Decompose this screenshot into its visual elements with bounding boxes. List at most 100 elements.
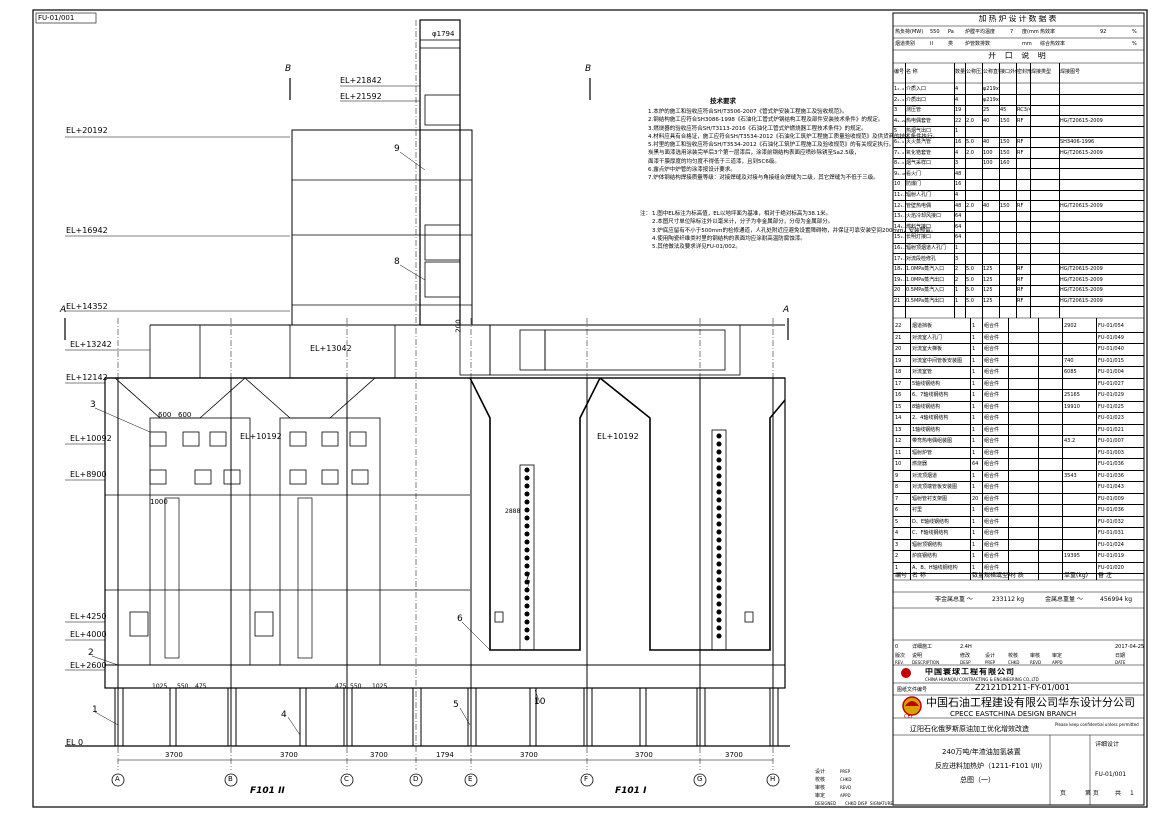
parts-cell: FU-01/043 <box>1098 484 1124 490</box>
design-data-cell: % <box>1132 41 1137 47</box>
parts-cell: 21 <box>895 334 902 341</box>
section-mark: B <box>585 64 592 74</box>
revision-header-en: DESCRIPTION <box>912 660 940 665</box>
elevation-label: EL+16942 <box>66 226 108 235</box>
openings-cell: 烟气采样口 <box>906 160 932 167</box>
table-rule <box>982 63 983 318</box>
table-rule <box>893 94 1144 95</box>
revision-header-en: PREP <box>985 660 996 665</box>
sig-label-en: PREP <box>840 769 851 774</box>
parts-cell: 9 <box>895 472 899 479</box>
axis-label: D <box>413 775 419 783</box>
sheet-total-label: 共 <box>1115 790 1122 797</box>
openings-cell: 21 <box>894 298 901 304</box>
dim-label: φ1794 <box>432 30 455 38</box>
parts-cell: 衬里 <box>912 507 923 513</box>
openings-cell: RF <box>1017 202 1024 209</box>
openings-cell: 100 <box>983 160 993 167</box>
openings-cell: 1 <box>955 298 959 304</box>
parts-header: 编号 <box>895 572 908 579</box>
parts-cell: 组合件 <box>984 518 1000 525</box>
table-rule <box>893 295 1144 296</box>
openings-cell: 22 <box>955 117 962 124</box>
parts-cell: 组合件 <box>984 346 1000 352</box>
table-rule <box>893 231 1144 233</box>
design-data-cell: 92 <box>1100 29 1107 35</box>
dim-label: 475 <box>335 683 347 690</box>
parts-cell: FU-01/025 <box>1098 403 1124 410</box>
table-rule <box>893 550 1144 551</box>
parts-cell: 5 <box>895 518 899 525</box>
dim-label: 600 <box>178 411 192 419</box>
elevation-label: EL+10192 <box>597 432 639 441</box>
dim-label: 3700 <box>280 751 298 759</box>
sig-label: 校核 <box>815 777 826 783</box>
project-name: 辽阳石化俄罗斯原油加工优化增效改造 <box>910 725 1029 733</box>
openings-header: 接口外伸长度(mm) <box>1000 69 1017 75</box>
table-rule <box>893 157 1144 159</box>
part-number: 3 <box>90 400 96 410</box>
parts-header: 材 质 <box>1010 572 1024 579</box>
parts-cell: 1 <box>972 438 976 444</box>
openings-cell: 125 <box>983 276 993 283</box>
openings-cell: 1 <box>955 128 959 135</box>
parts-cell: 12 <box>895 438 902 444</box>
parts-cell: 组合件 <box>984 323 1000 329</box>
openings-cell: 燃料气接口 <box>906 223 932 230</box>
parts-cell: 1 <box>972 403 976 410</box>
openings-cell: 1.0MPa蒸汽出口 <box>906 276 945 283</box>
parts-cell: 16 <box>895 392 902 398</box>
parts-cell: FU-01/049 <box>1098 334 1124 341</box>
openings-cell: 5.0 <box>966 298 974 304</box>
sig-label-en: CHKD <box>840 777 852 782</box>
table-rule <box>893 147 1144 148</box>
design-data-cell: mm <box>1022 41 1032 47</box>
sig-label: 审核 <box>815 785 826 791</box>
openings-cell: φ219x28 <box>983 96 1000 103</box>
openings-cell: 热烟气出口 <box>906 128 932 135</box>
parts-cell: 11 <box>895 449 902 456</box>
openings-cell: 1 <box>955 245 959 251</box>
openings-cell: HG/T20615-2009 <box>1060 276 1103 283</box>
parts-cell: 14 <box>895 415 902 421</box>
note-line: 炭黑与面漆选用涂装完毕后3个第一层漆后，涂漆前钢结构表面应喷砂除锈至Sa2.5级… <box>648 150 860 157</box>
parts-cell: FU-01/015 <box>1098 357 1124 364</box>
table-rule <box>893 527 1144 528</box>
openings-cell: φ219x28 <box>983 86 1000 92</box>
file-no: FU-01/001 <box>1095 771 1127 778</box>
openings-cell: 2.0 <box>966 117 974 124</box>
parts-cell: 1 <box>972 357 976 364</box>
total-metal-value: 456994 kg <box>1100 596 1133 603</box>
parts-header: 名 称 <box>912 572 926 579</box>
note-line: 面漆干膜厚度的均匀度不得低于三道漆，且到5C6级。 <box>648 158 780 165</box>
openings-cell: 1₁₋₄ <box>894 86 904 92</box>
openings-cell: 150 <box>1000 139 1010 145</box>
openings-cell: HG/T20615-2009 <box>1060 266 1103 273</box>
dim-label: 3700 <box>520 751 538 759</box>
table-rule <box>965 63 966 318</box>
openings-cell: 氧化锆套管 <box>906 149 932 156</box>
parts-cell: 2、4轴线钢结构 <box>912 415 949 421</box>
parts-cell: FU-01/020 <box>1098 564 1124 571</box>
part-number: 6 <box>457 614 463 624</box>
parts-cell: 1 <box>972 484 976 490</box>
parts-cell: FU-01/007 <box>1098 438 1124 444</box>
openings-cell: RF <box>1017 266 1024 273</box>
parts-cell: 组合件 <box>984 472 1000 479</box>
openings-cell: 辐射人孔门 <box>906 192 932 198</box>
revision-cell: 2.4H <box>960 644 972 650</box>
parts-cell: 1 <box>972 346 976 352</box>
sheet-label: 页 <box>1060 790 1067 797</box>
dim-label: 200 <box>454 319 463 333</box>
openings-cell: 8₁₋₃ <box>894 160 904 167</box>
parts-cell: 3543 <box>1064 472 1077 479</box>
revision-header: 说明 <box>912 653 923 659</box>
section-mark: A <box>783 305 790 315</box>
parts-cell: 组合件 <box>984 392 1000 398</box>
openings-cell: 40 <box>983 202 990 209</box>
table-rule <box>893 435 1144 436</box>
company-cn: 中国石油工程建设有限公司华东设计分公司 <box>926 696 1135 709</box>
elevation-label: EL+12142 <box>66 373 108 382</box>
openings-cell: 100 <box>983 149 993 156</box>
openings-cell: RF <box>1017 287 1024 294</box>
